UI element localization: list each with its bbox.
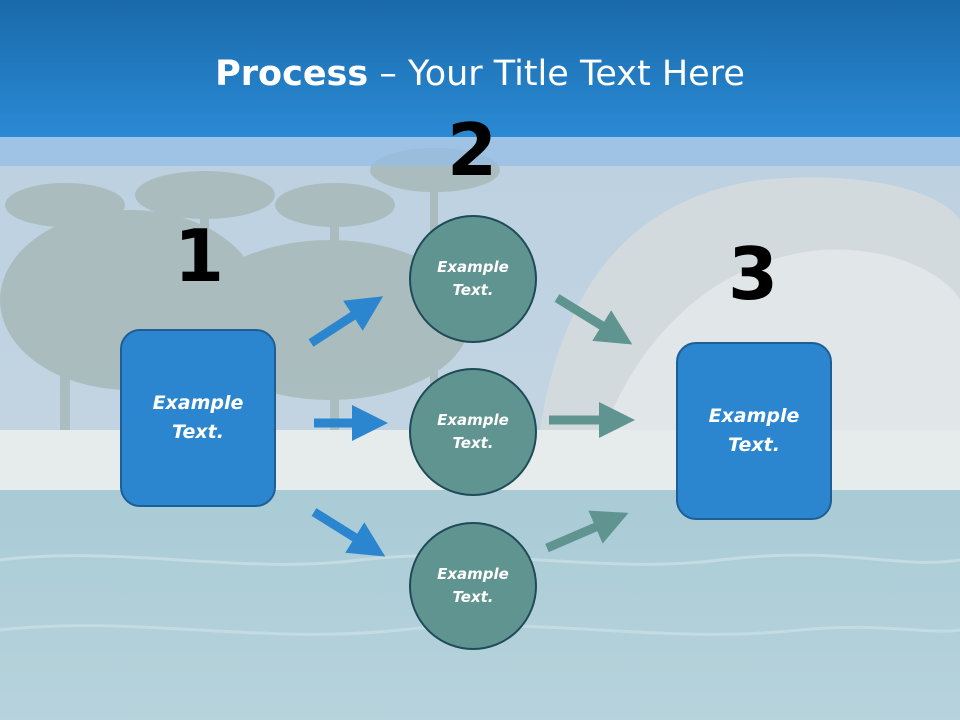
arrow-top-to-right: [554, 294, 633, 345]
middle-circle-top: Example Text.: [409, 215, 537, 343]
step-number-1: 1: [173, 214, 225, 298]
step-number-3: 3: [727, 232, 779, 316]
middle-circle-top-label: Example Text.: [437, 258, 509, 299]
middle-circle-center-label: Example Text.: [437, 411, 509, 452]
title-rest: – Your Title Text Here: [368, 54, 745, 94]
left-step-box-label: Example Text.: [152, 392, 244, 443]
right-step-box: Example Text.: [676, 342, 832, 520]
middle-circle-bottom-label: Example Text.: [437, 565, 509, 606]
title-bar: [0, 0, 960, 137]
title-strip: [0, 137, 960, 166]
slide-title: Process – Your Title Text Here: [0, 52, 960, 96]
arrow-left-to-bottom: [311, 508, 386, 557]
arrow-bottom-to-right: [545, 510, 629, 553]
right-step-box-label: Example Text.: [708, 405, 800, 456]
step-number-2: 2: [446, 108, 498, 192]
middle-circle-bottom: Example Text.: [409, 522, 537, 650]
middle-circle-center: Example Text.: [409, 368, 537, 496]
title-bold: Process: [215, 54, 369, 94]
arrow-left-to-top: [308, 296, 384, 347]
left-step-box: Example Text.: [120, 329, 276, 507]
